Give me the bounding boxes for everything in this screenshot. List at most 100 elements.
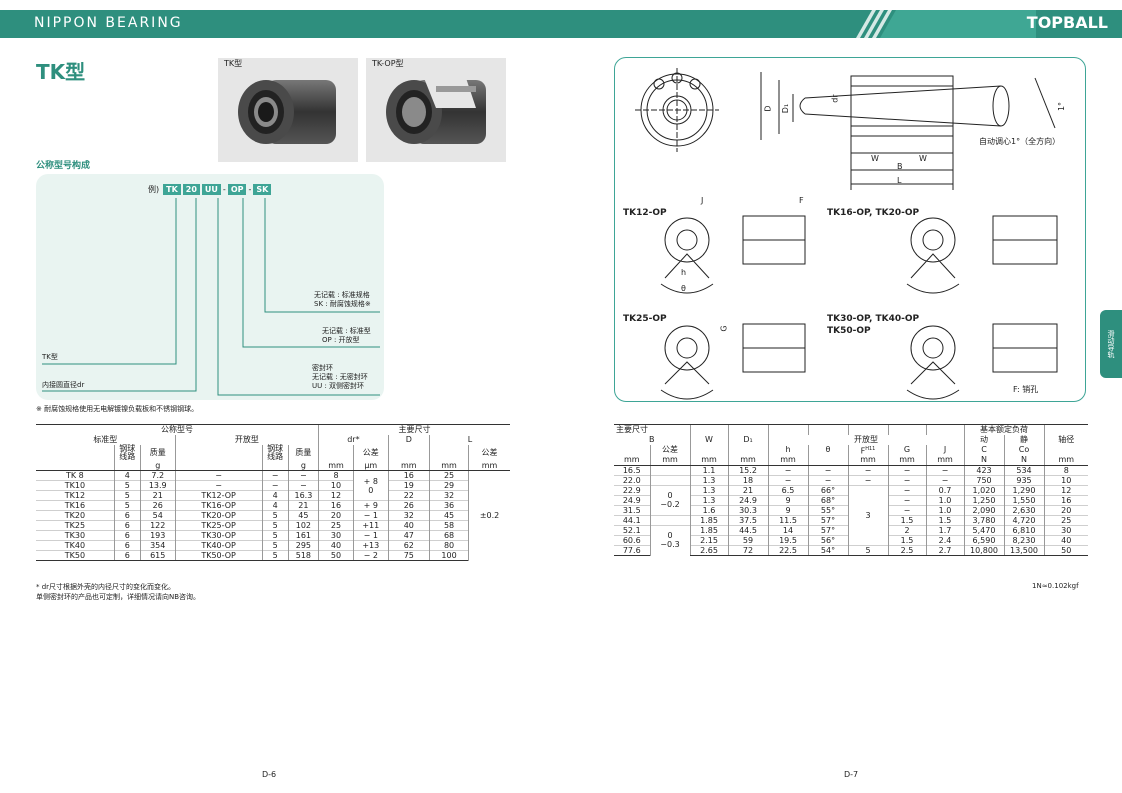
table-cell: 22 bbox=[387, 490, 430, 501]
dim-L: L bbox=[897, 176, 902, 185]
th-std: 标准型 bbox=[36, 434, 176, 445]
table-cell: − bbox=[767, 474, 808, 486]
table-cell: TK20-OP bbox=[174, 510, 263, 521]
dimension-diagram: D D₁ dr 1° W W B L 自动调心1°（全方向） TK12-OP T… bbox=[614, 57, 1086, 402]
table-cell: 72 bbox=[727, 544, 768, 556]
table-cell: 5 bbox=[113, 500, 141, 511]
table-cell: TK10 bbox=[36, 480, 115, 491]
table-cell: 4 bbox=[113, 470, 141, 481]
table-cell: 66° bbox=[807, 484, 848, 496]
table-cell: 19.5 bbox=[767, 534, 808, 546]
table-cell: 26 bbox=[387, 500, 430, 511]
table-cell: 2.4 bbox=[925, 534, 964, 546]
page-number-left: D-6 bbox=[262, 770, 277, 779]
corrosion-note: ※ 耐腐蚀规格使用无电解镀镍负载板和不锈钢钢球。 bbox=[36, 405, 199, 413]
section-side-tab[interactable]: 滑动导轨 bbox=[1100, 310, 1122, 378]
table-cell: 2,090 bbox=[963, 504, 1004, 516]
table-cell: 44.1 bbox=[614, 514, 650, 526]
table-cell: 295 bbox=[287, 540, 319, 551]
label-tk30op: TK30-OP, TK40-OP bbox=[827, 314, 920, 324]
dim-B: B bbox=[897, 162, 903, 171]
table-cell: 25 bbox=[318, 520, 354, 531]
th-r-Co: Co bbox=[1003, 444, 1044, 456]
label-tk25op: TK25-OP bbox=[623, 314, 667, 324]
table-cell: 37.5 bbox=[727, 514, 768, 526]
table-cell: 57° bbox=[807, 524, 848, 536]
th-r-D1: D₁ bbox=[727, 434, 768, 445]
table-cell: 16.5 bbox=[614, 464, 650, 476]
label-tk16op: TK16-OP, TK20-OP bbox=[827, 208, 920, 218]
table-cell: 3,780 bbox=[963, 514, 1004, 526]
table-cell: 615 bbox=[139, 550, 176, 561]
dim-D: D bbox=[763, 105, 773, 112]
table-cell: 16 bbox=[1043, 494, 1088, 506]
table-cell: 22.9 bbox=[614, 484, 650, 496]
table-cell: − bbox=[767, 464, 808, 476]
table-cell: − bbox=[287, 480, 319, 491]
table-cell: 36 bbox=[428, 500, 469, 511]
table-cell: 102 bbox=[287, 520, 319, 531]
table-cell: 31.5 bbox=[614, 504, 650, 516]
table-cell: 5 bbox=[261, 520, 289, 531]
header-stripes bbox=[856, 10, 1036, 38]
table-cell: 32 bbox=[387, 510, 430, 521]
table-cell: 80 bbox=[428, 540, 469, 551]
table-cell: 10 bbox=[318, 480, 354, 491]
table-cell: +13 bbox=[352, 540, 389, 551]
table-cell: − bbox=[807, 464, 848, 476]
table-cell: − bbox=[174, 480, 263, 491]
table-cell: 1,020 bbox=[963, 484, 1004, 496]
table-cell: 77.6 bbox=[614, 544, 650, 556]
th-r-F: FH11 bbox=[847, 444, 888, 456]
table-cell: 1.85 bbox=[689, 524, 728, 536]
table-cell: 16.3 bbox=[287, 490, 319, 501]
table-cell: 12 bbox=[1043, 484, 1088, 496]
brand-logo: NIPPON BEARING bbox=[34, 15, 183, 31]
table-cell: 1.3 bbox=[689, 494, 728, 506]
table-cell: 1.0 bbox=[925, 504, 964, 516]
L-tolerance-cell: ±0.2 bbox=[468, 470, 510, 561]
table-cell: 32 bbox=[428, 490, 469, 501]
table-cell: + 9 bbox=[352, 500, 389, 511]
table-cell: 52.1 bbox=[614, 524, 650, 536]
table-cell: 40 bbox=[318, 540, 354, 551]
table-cell: 1.3 bbox=[689, 474, 728, 486]
B-tolerance-cell-a: 0−0.2 bbox=[649, 484, 690, 516]
table-cell: TK30-OP bbox=[174, 530, 263, 541]
th-balls-std: 钢球 线路 bbox=[113, 444, 141, 461]
table-cell: 12 bbox=[318, 490, 354, 501]
dim-J-1: J bbox=[701, 196, 704, 205]
table-cell: 6,590 bbox=[963, 534, 1004, 546]
th-open: 开放型 bbox=[174, 434, 319, 445]
code-part-size: 20 bbox=[182, 183, 200, 195]
note-bore: 内接圆直径dr bbox=[42, 381, 85, 389]
table-cell: TK12 bbox=[36, 490, 115, 501]
table-cell: 5 bbox=[847, 544, 888, 556]
th-dr: dr* bbox=[318, 434, 389, 445]
table-cell: 1,550 bbox=[1003, 494, 1044, 506]
table-cell: TK16 bbox=[36, 500, 115, 511]
table-cell: 2,630 bbox=[1003, 504, 1044, 516]
table-cell: 20 bbox=[318, 510, 354, 521]
table-cell: 62 bbox=[387, 540, 430, 551]
left-footnotes: * dr尺寸根据外壳的内径尺寸的变化而变化。 单侧密封环的产品也可定制，详细情况… bbox=[36, 583, 201, 601]
table-cell: TK40 bbox=[36, 540, 115, 551]
code-part-sk: SK bbox=[253, 183, 272, 195]
th-L-tol: 公差 bbox=[468, 444, 510, 461]
table-cell: 6 bbox=[113, 520, 141, 531]
table-cell: 6,810 bbox=[1003, 524, 1044, 536]
left-spec-table: 公称型号 主要尺寸 标准型 开放型 dr* D L 钢球 线路 质量 钢球 线路… bbox=[36, 424, 510, 561]
table-cell: 40 bbox=[387, 520, 430, 531]
th-r-load: 基本额定负荷 bbox=[963, 424, 1044, 435]
table-cell: 100 bbox=[428, 550, 469, 561]
th-r-h: h bbox=[767, 444, 808, 456]
table-cell: 16 bbox=[387, 470, 430, 481]
table-cell: 19 bbox=[387, 480, 430, 491]
table-cell: 45 bbox=[428, 510, 469, 521]
table-cell: 4 bbox=[261, 490, 289, 501]
